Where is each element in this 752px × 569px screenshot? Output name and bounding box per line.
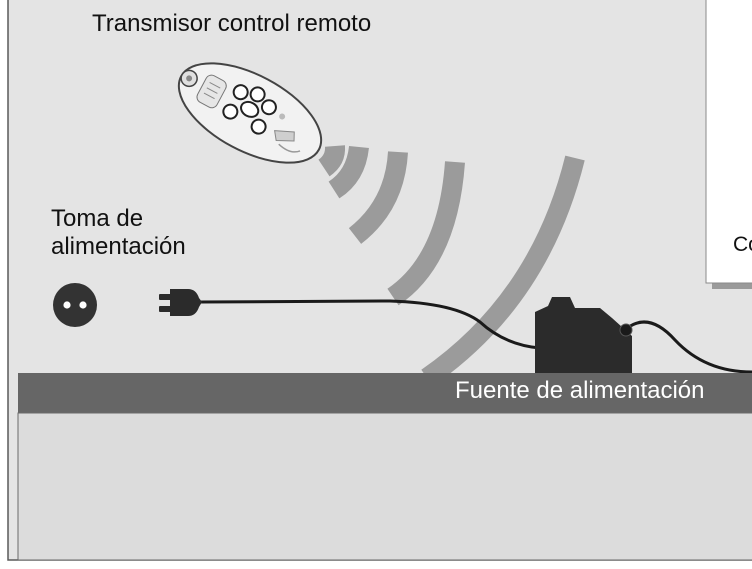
cable-plug-to-psu <box>198 299 542 350</box>
shelf-front <box>17 412 752 561</box>
inset-box <box>705 0 752 284</box>
signal-wave-4 <box>387 161 465 306</box>
remote-transmitter-icon <box>177 62 323 164</box>
power-plug-icon <box>159 289 202 316</box>
signal-wave-2 <box>328 145 369 199</box>
psu-port <box>619 323 633 337</box>
remote-transmitter-label: Transmisor control remoto <box>92 10 372 37</box>
truncated-label: Co <box>733 233 752 256</box>
power-outlet-icon <box>53 283 97 327</box>
cables <box>198 299 752 374</box>
signal-wave-5 <box>421 155 585 387</box>
power-outlet-label-line2: alimentación <box>51 233 186 260</box>
power-outlet-label-line1: Toma de <box>51 205 144 232</box>
signal-wave-3 <box>348 151 408 244</box>
signal-wave-1 <box>318 145 346 177</box>
cable-psu-out <box>623 320 752 374</box>
shelf-band <box>18 373 752 413</box>
power-supply-label: Fuente de alimentación <box>455 377 705 404</box>
power-outlet-label: Toma de alimentación <box>51 205 186 261</box>
wireless-signal-icon <box>318 145 585 387</box>
power-supply-box-icon <box>535 297 632 380</box>
